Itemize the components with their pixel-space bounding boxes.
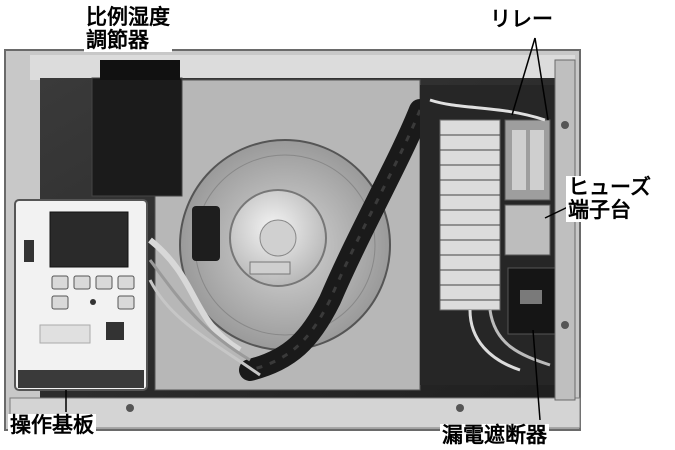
board-button-4 bbox=[117, 275, 135, 290]
board-button-6 bbox=[117, 295, 135, 310]
lcd-screen bbox=[49, 211, 129, 268]
board-button-1 bbox=[51, 275, 69, 290]
humidity-controller-label-line2: 調節器 bbox=[86, 28, 149, 52]
breaker-callout-line bbox=[532, 329, 541, 421]
humidity-controller-label: 比例湿度 調節器 bbox=[84, 6, 172, 52]
fuse-terminal-label-line1: ヒューズ bbox=[568, 175, 651, 199]
operation-board-label: 操作基板 bbox=[8, 413, 96, 437]
terminal-block-rail bbox=[439, 119, 501, 311]
relay-callout-line-2 bbox=[534, 37, 549, 121]
humidity-controller-label-line1: 比例湿度 bbox=[86, 5, 170, 29]
fuse-terminal-label: ヒューズ 端子台 bbox=[566, 176, 653, 222]
humidity-controller-box bbox=[91, 77, 183, 197]
board-button-5 bbox=[51, 295, 69, 310]
board-button-3 bbox=[95, 275, 113, 290]
cabinet-bottom-rail bbox=[9, 397, 581, 429]
board-button-2 bbox=[73, 275, 91, 290]
earth-leakage-breaker-label: 漏電遮断器 bbox=[440, 423, 549, 447]
fuse-terminal-label-line2: 端子台 bbox=[568, 198, 631, 222]
right-rail bbox=[554, 59, 576, 401]
fuse-terminal-block bbox=[504, 204, 551, 256]
relay-label: リレー bbox=[488, 7, 555, 31]
capacitor bbox=[192, 206, 220, 261]
relay-callout-line bbox=[511, 37, 536, 116]
